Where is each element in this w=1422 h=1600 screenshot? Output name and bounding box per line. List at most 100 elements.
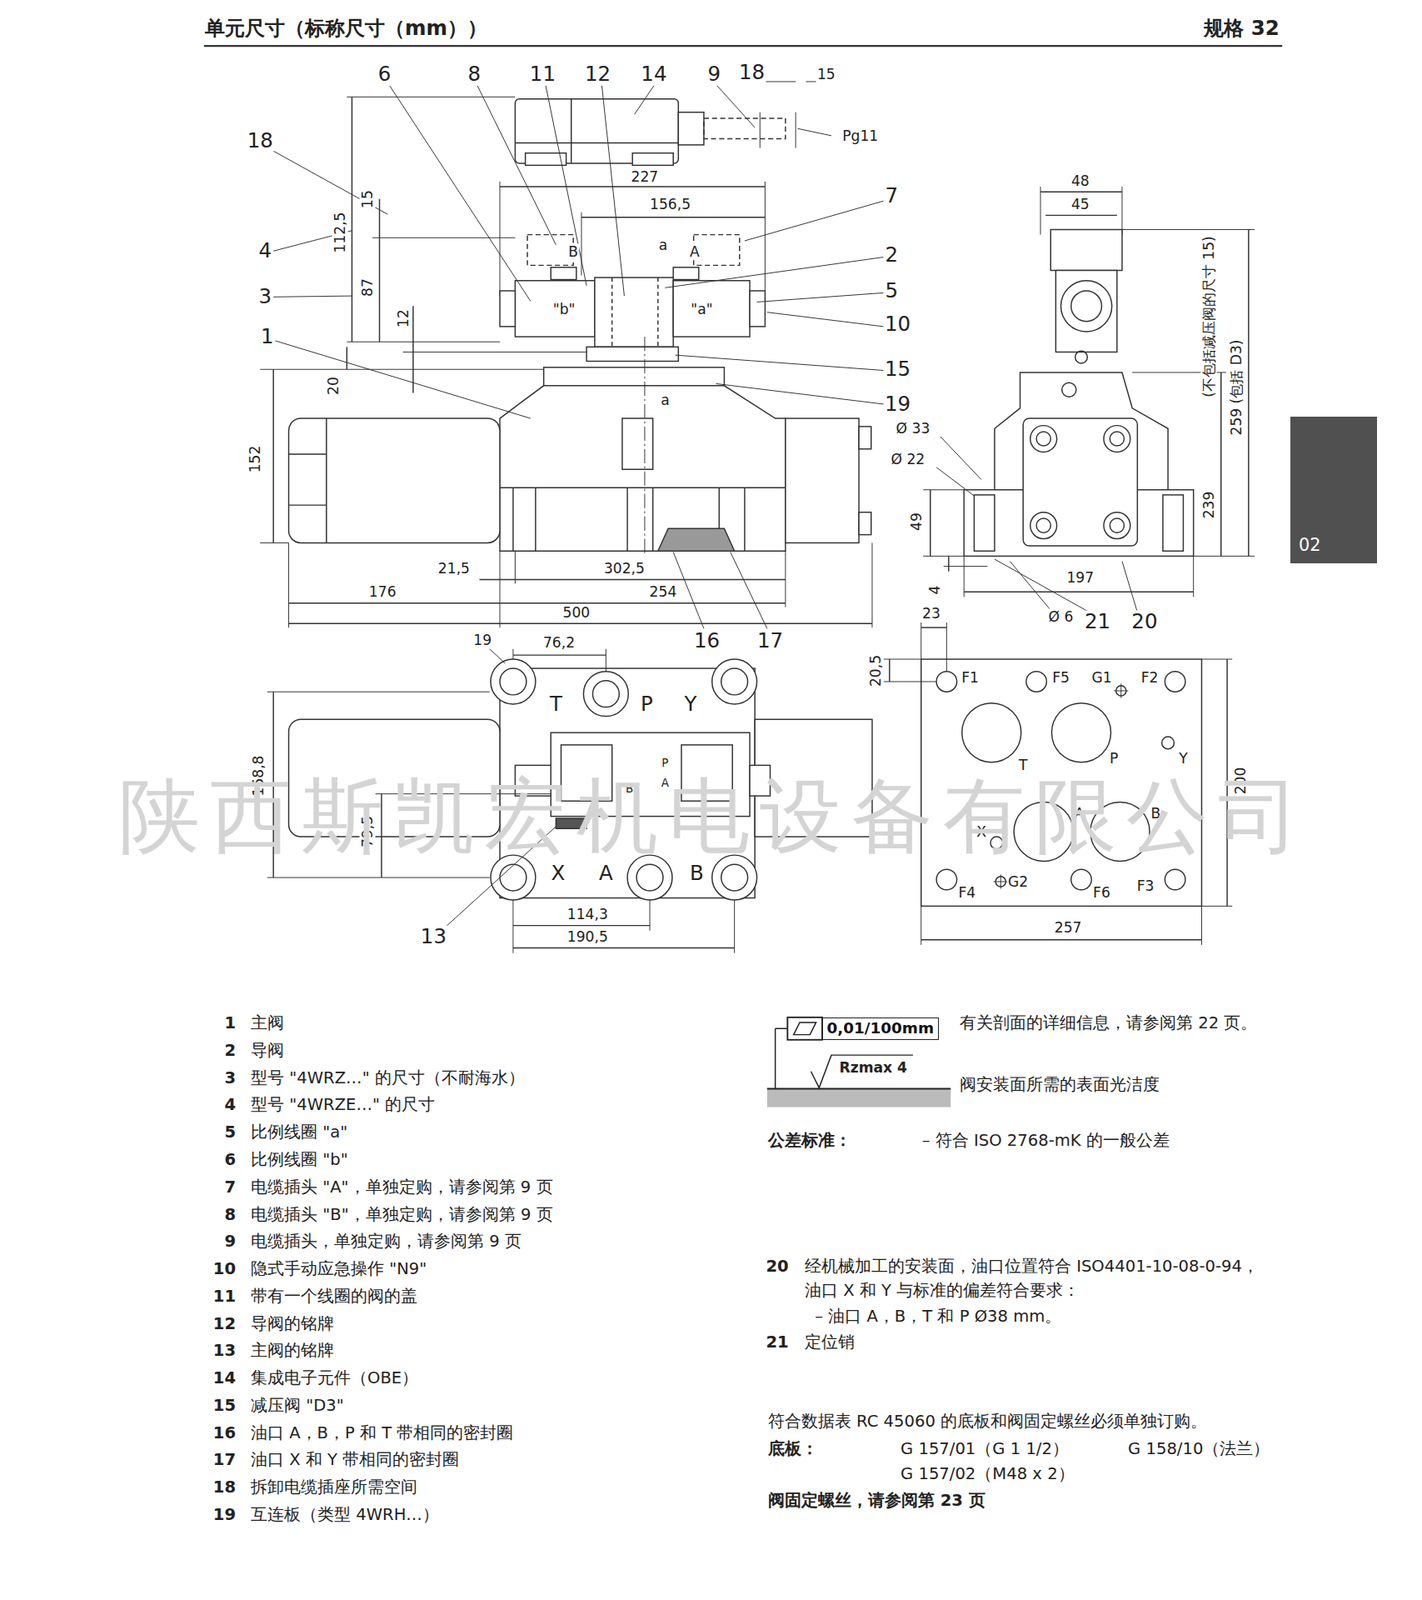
dimension-label: 156,5 <box>648 195 692 212</box>
callout-number: 7 <box>223 1177 237 1197</box>
dimension-label: 21,5 <box>437 560 471 577</box>
callout-number: 4 <box>223 1096 237 1115</box>
dimension-label: (不包括减压阀的尺寸 15) <box>1201 234 1218 399</box>
note-text: 拆卸电缆插座所需空间 <box>249 1477 419 1497</box>
port-name: "a" <box>689 301 714 318</box>
dimension-label: 176 <box>368 583 398 600</box>
note-text: 电缆插头，单独定购，请参阅第 9 页 <box>249 1232 523 1251</box>
dimension-label: 152 <box>247 444 264 474</box>
callout-number: 18 <box>246 129 275 153</box>
dimension-label: 257 <box>1053 919 1083 936</box>
callout-number: 14 <box>639 63 668 86</box>
port-name: B <box>567 244 579 260</box>
port-name: A <box>598 862 614 885</box>
port-name: P <box>639 692 654 715</box>
note-text: 型号 "4WRZ…" 的尺寸（不耐海水） <box>249 1068 526 1088</box>
callout-number: 17 <box>756 629 784 653</box>
callout-number: 19 <box>883 392 912 415</box>
port-name: F1 <box>960 669 980 686</box>
note-text: 导阀的铭牌 <box>249 1314 335 1333</box>
dimension-label: Ø 33 <box>895 420 932 437</box>
callout-number: 11 <box>212 1287 237 1306</box>
note-text: 主阀 <box>249 1013 285 1033</box>
callout-number: 9 <box>223 1232 237 1251</box>
dimension-label: 500 <box>562 603 592 620</box>
note-text: 阀安装面所需的表面光洁度 <box>958 1075 1161 1094</box>
note-text: G 157/02（M48 x 2） <box>899 1465 1076 1484</box>
note-text: 电缆插头 "B"，单独定购，请参阅第 9 页 <box>249 1205 554 1224</box>
note-text: G 157/01（G 1 1/2） <box>899 1439 1070 1458</box>
note-text: 符合数据表 RC 45060 的底板和阀固定螺丝必须单独订购。 <box>767 1412 1208 1431</box>
dimension-label: 20 <box>325 375 342 396</box>
section-tab: 02 <box>1290 416 1378 564</box>
note-text: 电缆插头 "A"，单独定购，请参阅第 9 页 <box>249 1177 554 1197</box>
callout-number: 3 <box>258 285 274 309</box>
note-text: 单元尺寸（标称尺寸（mm）） <box>204 17 489 40</box>
note-text: 阀固定螺丝，请参阅第 23 页 <box>767 1491 987 1511</box>
note-text: 公差标准： <box>767 1131 853 1150</box>
callout-number: 12 <box>583 63 612 86</box>
callout-number: 10 <box>212 1259 237 1278</box>
dimension-label: 197 <box>1065 569 1095 586</box>
note-text: 带有一个线圈的阀的盖 <box>249 1287 419 1306</box>
dimension-label: 15 <box>359 189 375 210</box>
note-text: 油口 A，B，P 和 T 带相同的密封圈 <box>249 1423 514 1442</box>
dimension-label: 15 <box>816 66 837 83</box>
port-name: P <box>1108 749 1119 766</box>
callout-number: 15 <box>212 1396 237 1415</box>
port-name: G1 <box>1090 669 1113 686</box>
port-name: F4 <box>957 884 977 901</box>
note-text: 互连板（类型 4WRH…） <box>249 1505 440 1524</box>
callout-number: 3 <box>223 1068 237 1088</box>
callout-number: 16 <box>693 629 721 653</box>
dimension-label: Pg11 <box>841 127 879 144</box>
dimension-label: 45 <box>1070 195 1091 212</box>
callout-number: 20 <box>1130 609 1158 633</box>
callout-number: 1 <box>259 325 275 349</box>
note-text: 型号 "4WRZE…" 的尺寸 <box>249 1096 436 1115</box>
note-text: 集成电子元件（OBE） <box>249 1368 420 1388</box>
callout-number: 21 <box>764 1333 789 1353</box>
port-name: a <box>659 392 671 409</box>
port-name: G2 <box>1007 873 1029 890</box>
note-text: G 158/10（法兰） <box>1127 1439 1271 1458</box>
callout-number: 16 <box>212 1423 237 1442</box>
note-text: Rzmax 4 <box>838 1058 909 1075</box>
callout-number: 11 <box>528 63 557 86</box>
callout-number: 6 <box>223 1150 237 1169</box>
note-text: – 油口 A，B，T 和 P Ø38 mm。 <box>813 1307 1063 1326</box>
note-text: 定位销 <box>803 1333 856 1353</box>
callout-number: 21 <box>1083 609 1112 633</box>
dimension-label: Ø 6 <box>1047 608 1075 624</box>
note-text: 经机械加工的安装面，油口位置符合 ISO4401-10-08-0-94， <box>803 1257 1260 1276</box>
port-name: a <box>658 236 669 253</box>
dimension-label: Ø 22 <box>889 451 926 468</box>
callout-number: 8 <box>223 1205 237 1224</box>
dimension-label: 87 <box>359 277 375 298</box>
dimension-label: 4 <box>926 583 943 595</box>
dimension-label: 302,5 <box>603 560 646 577</box>
dimension-label: 239 <box>1201 490 1218 520</box>
callout-number: 9 <box>706 63 722 86</box>
dimension-label: 12 <box>394 308 411 329</box>
callout-number: 14 <box>212 1368 237 1388</box>
callout-number: 13 <box>212 1342 237 1361</box>
callout-number: 2 <box>883 244 899 267</box>
note-text: 比例线圈 "b" <box>249 1150 350 1169</box>
port-name: F3 <box>1136 877 1156 894</box>
callout-number: 2 <box>223 1041 237 1060</box>
note-text: – 符合 ISO 2768-mK 的一般公差 <box>921 1131 1171 1150</box>
dimension-label: 48 <box>1070 172 1091 189</box>
port-name: F2 <box>1140 669 1160 686</box>
port-name: A <box>688 244 701 260</box>
port-name: Y <box>683 692 699 715</box>
port-name: Y <box>1177 749 1188 766</box>
dimension-label: 254 <box>648 583 679 600</box>
port-name: "b" <box>552 301 577 318</box>
note-text: 油口 X 和 Y 带相同的密封圈 <box>249 1451 460 1470</box>
callout-number: 12 <box>212 1314 237 1333</box>
note-text: 有关剖面的详细信息，请参阅第 22 页。 <box>958 1013 1258 1033</box>
port-name: F6 <box>1092 884 1112 901</box>
callout-number: 5 <box>883 279 899 303</box>
